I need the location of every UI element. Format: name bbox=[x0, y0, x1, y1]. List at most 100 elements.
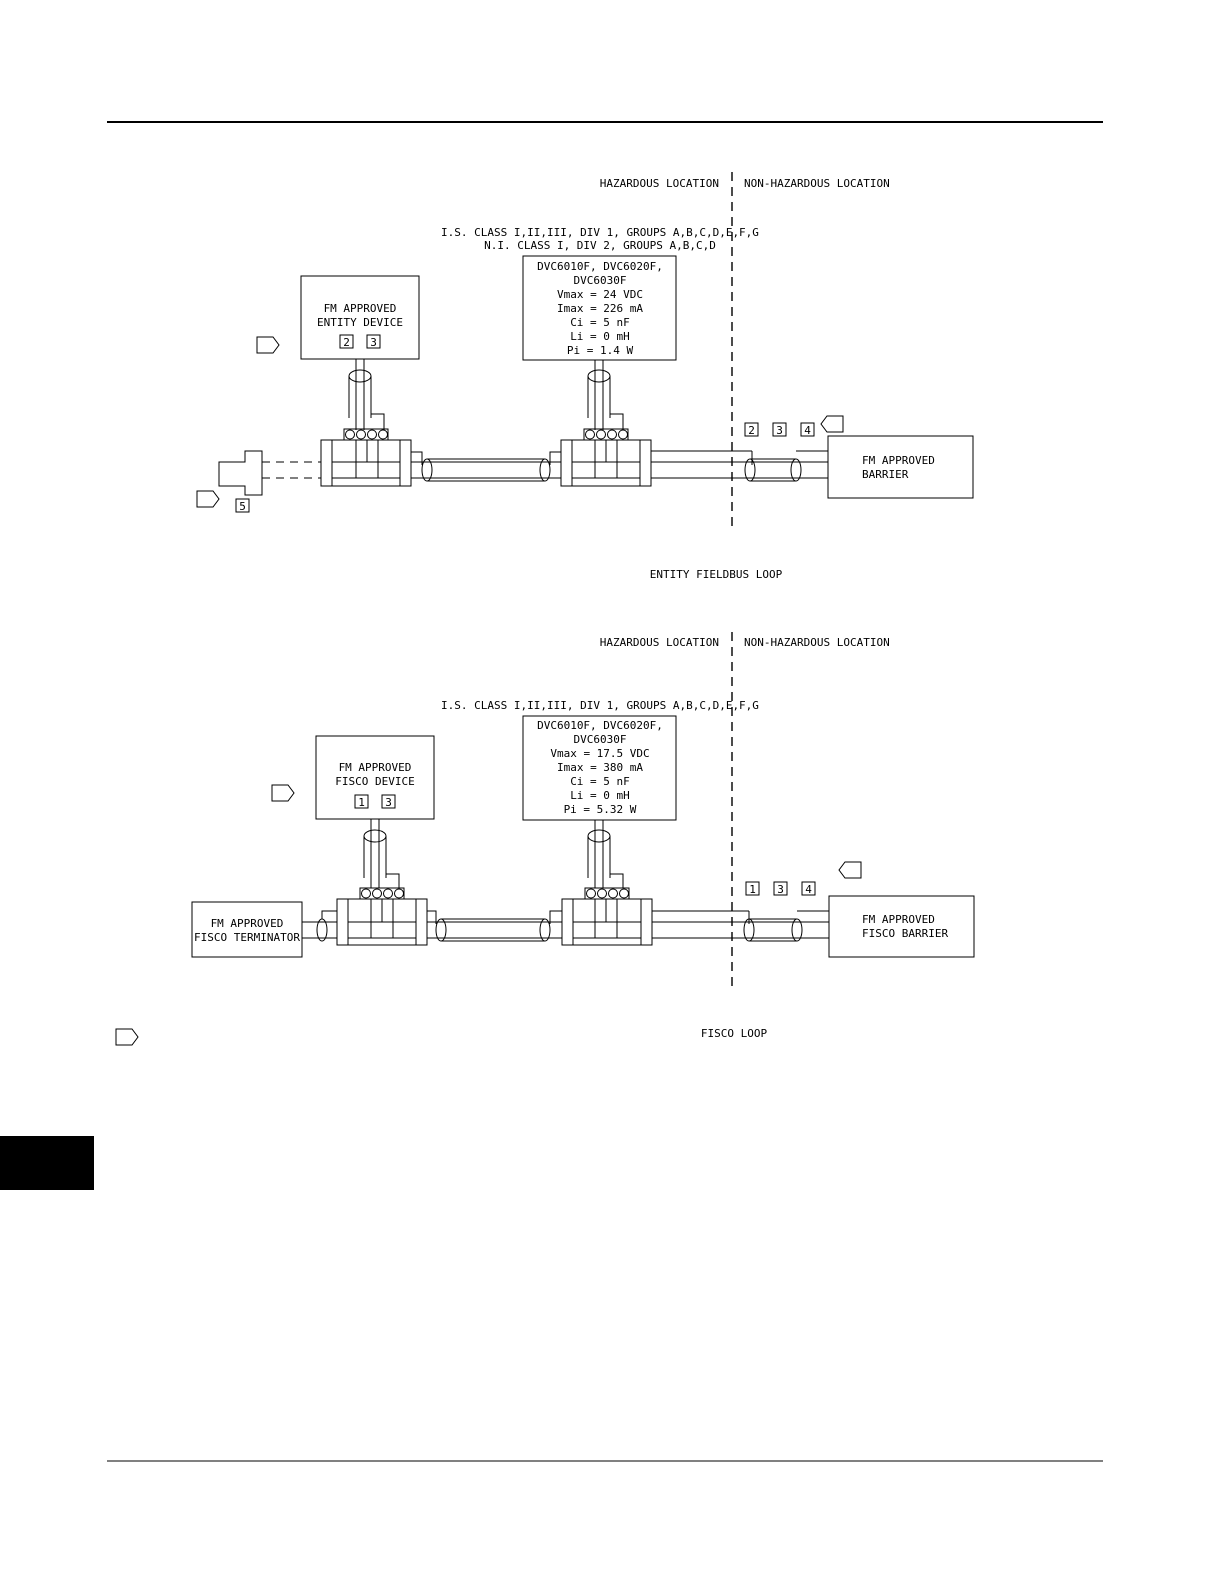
entity-dvc-line: Vmax = 24 VDC bbox=[557, 288, 643, 301]
entity-caption: ENTITY FIELDBUS LOOP bbox=[650, 568, 783, 581]
entity-dvc-line: Pi = 1.4 W bbox=[567, 344, 634, 357]
entity-field-device-line: FM APPROVED bbox=[324, 302, 397, 315]
drain-wire bbox=[371, 413, 385, 430]
note-box bbox=[801, 881, 816, 896]
note-box bbox=[235, 498, 250, 513]
drain-wire bbox=[610, 413, 624, 430]
entity-dvc-line: DVC6010F, DVC6020F, bbox=[537, 260, 663, 273]
entity-dvc-line: DVC6030F bbox=[574, 274, 627, 287]
entity-terminator bbox=[218, 450, 263, 496]
section-tab bbox=[0, 1136, 94, 1190]
fisco-dvc-line: DVC6010F, DVC6020F, bbox=[537, 719, 663, 732]
note-box bbox=[354, 794, 369, 809]
fisco-dvc-line: Pi = 5.32 W bbox=[564, 803, 637, 816]
note-box bbox=[339, 334, 354, 349]
note-box bbox=[745, 881, 760, 896]
note-number: 1 bbox=[749, 883, 756, 896]
cable-gland bbox=[640, 898, 653, 946]
cable-gland bbox=[320, 439, 333, 487]
note-box bbox=[381, 794, 396, 809]
fisco-barrier-line: FM APPROVED bbox=[862, 913, 935, 926]
entity-barrier-line: BARRIER bbox=[862, 468, 909, 481]
fisco-barrier-line: FISCO BARRIER bbox=[862, 927, 948, 940]
drain-wire bbox=[610, 873, 624, 888]
fisco-hazardous-label: HAZARDOUS LOCATION bbox=[600, 636, 719, 649]
fisco-nonhazardous-label: NON-HAZARDOUS LOCATION bbox=[744, 636, 890, 649]
note-number: 2 bbox=[748, 424, 755, 437]
fisco-field-device-line: FISCO DEVICE bbox=[335, 775, 414, 788]
fisco-dvc-line: DVC6030F bbox=[574, 733, 627, 746]
fisco-terminator-line: FM APPROVED bbox=[211, 917, 284, 930]
note-flag-icon bbox=[820, 415, 844, 433]
cable-gland bbox=[639, 439, 652, 487]
entity-loop: HAZARDOUS LOCATION NON-HAZARDOUS LOCATIO… bbox=[196, 172, 974, 581]
entity-dvc-box bbox=[522, 255, 677, 361]
fisco-terminator-line: FISCO TERMINATOR bbox=[194, 931, 300, 944]
entity-barrier-line: FM APPROVED bbox=[862, 454, 935, 467]
cable-shield-end bbox=[363, 829, 387, 843]
fisco-loop: HAZARDOUS LOCATION NON-HAZARDOUS LOCATIO… bbox=[191, 632, 975, 1040]
note-number: 3 bbox=[370, 336, 377, 349]
entity-junction-block-1 bbox=[320, 439, 412, 487]
note-number: 3 bbox=[776, 424, 783, 437]
terminal-screws bbox=[361, 888, 404, 899]
fisco-barrier-box bbox=[828, 895, 975, 958]
fisco-dvc-line: Imax = 380 mA bbox=[557, 761, 643, 774]
note-number: 2 bbox=[343, 336, 350, 349]
note-flag-icon bbox=[271, 784, 295, 802]
note-flag-icon bbox=[256, 336, 280, 354]
note-box bbox=[773, 881, 788, 896]
entity-field-device-line: ENTITY DEVICE bbox=[317, 316, 403, 329]
note-box bbox=[744, 422, 759, 437]
fisco-dvc-box bbox=[522, 715, 677, 821]
fisco-field-device-box bbox=[315, 735, 435, 820]
fisco-dvc-line: Ci = 5 nF bbox=[570, 775, 630, 788]
cable-shield-end bbox=[348, 369, 372, 383]
drain-wire bbox=[549, 910, 562, 924]
drain-wire bbox=[427, 910, 437, 924]
cable-gland bbox=[415, 898, 428, 946]
cable-shield-end bbox=[587, 829, 611, 843]
cable-gland bbox=[336, 898, 349, 946]
fisco-caption: FISCO LOOP bbox=[701, 1027, 768, 1040]
drain-wire bbox=[549, 451, 561, 465]
fisco-field-device-line: FM APPROVED bbox=[339, 761, 412, 774]
entity-field-device-box bbox=[300, 275, 420, 360]
note-flag-icon bbox=[838, 861, 862, 879]
note-number: 4 bbox=[805, 883, 812, 896]
drain-wire bbox=[386, 873, 400, 888]
cable-gland bbox=[560, 439, 573, 487]
note-box bbox=[772, 422, 787, 437]
note-box bbox=[800, 422, 815, 437]
terminal-screws bbox=[585, 429, 628, 440]
entity-dvc-line: Li = 0 mH bbox=[570, 330, 630, 343]
entity-class-line1: I.S. CLASS I,II,III, DIV 1, GROUPS A,B,C… bbox=[441, 226, 759, 239]
drain-wire bbox=[321, 910, 337, 919]
note-box bbox=[366, 334, 381, 349]
fisco-dvc-line: Vmax = 17.5 VDC bbox=[550, 747, 649, 760]
entity-dvc-line: Ci = 5 nF bbox=[570, 316, 630, 329]
fisco-dvc-line: Li = 0 mH bbox=[570, 789, 630, 802]
entity-hazardous-label: HAZARDOUS LOCATION bbox=[600, 177, 719, 190]
terminal-screws bbox=[345, 429, 388, 440]
terminal-screws bbox=[586, 888, 629, 899]
note-number: 3 bbox=[777, 883, 784, 896]
note-number: 1 bbox=[358, 796, 365, 809]
entity-class-line2: N.I. CLASS I, DIV 2, GROUPS A,B,C,D bbox=[484, 239, 716, 252]
note-flag-icon bbox=[196, 490, 220, 508]
entity-nonhazardous-label: NON-HAZARDOUS LOCATION bbox=[744, 177, 890, 190]
note-flag-icon bbox=[115, 1028, 139, 1046]
drain-wire bbox=[411, 451, 423, 465]
fisco-class-line1: I.S. CLASS I,II,III, DIV 1, GROUPS A,B,C… bbox=[441, 699, 759, 712]
note-number: 5 bbox=[239, 500, 246, 513]
cable-gland bbox=[399, 439, 412, 487]
entity-dvc-line: Imax = 226 mA bbox=[557, 302, 643, 315]
cable-shield-end bbox=[587, 369, 611, 383]
cable-gland bbox=[561, 898, 574, 946]
fisco-terminator-box bbox=[191, 901, 303, 958]
note-number: 4 bbox=[804, 424, 811, 437]
note-number: 3 bbox=[385, 796, 392, 809]
entity-barrier-box bbox=[827, 435, 974, 499]
